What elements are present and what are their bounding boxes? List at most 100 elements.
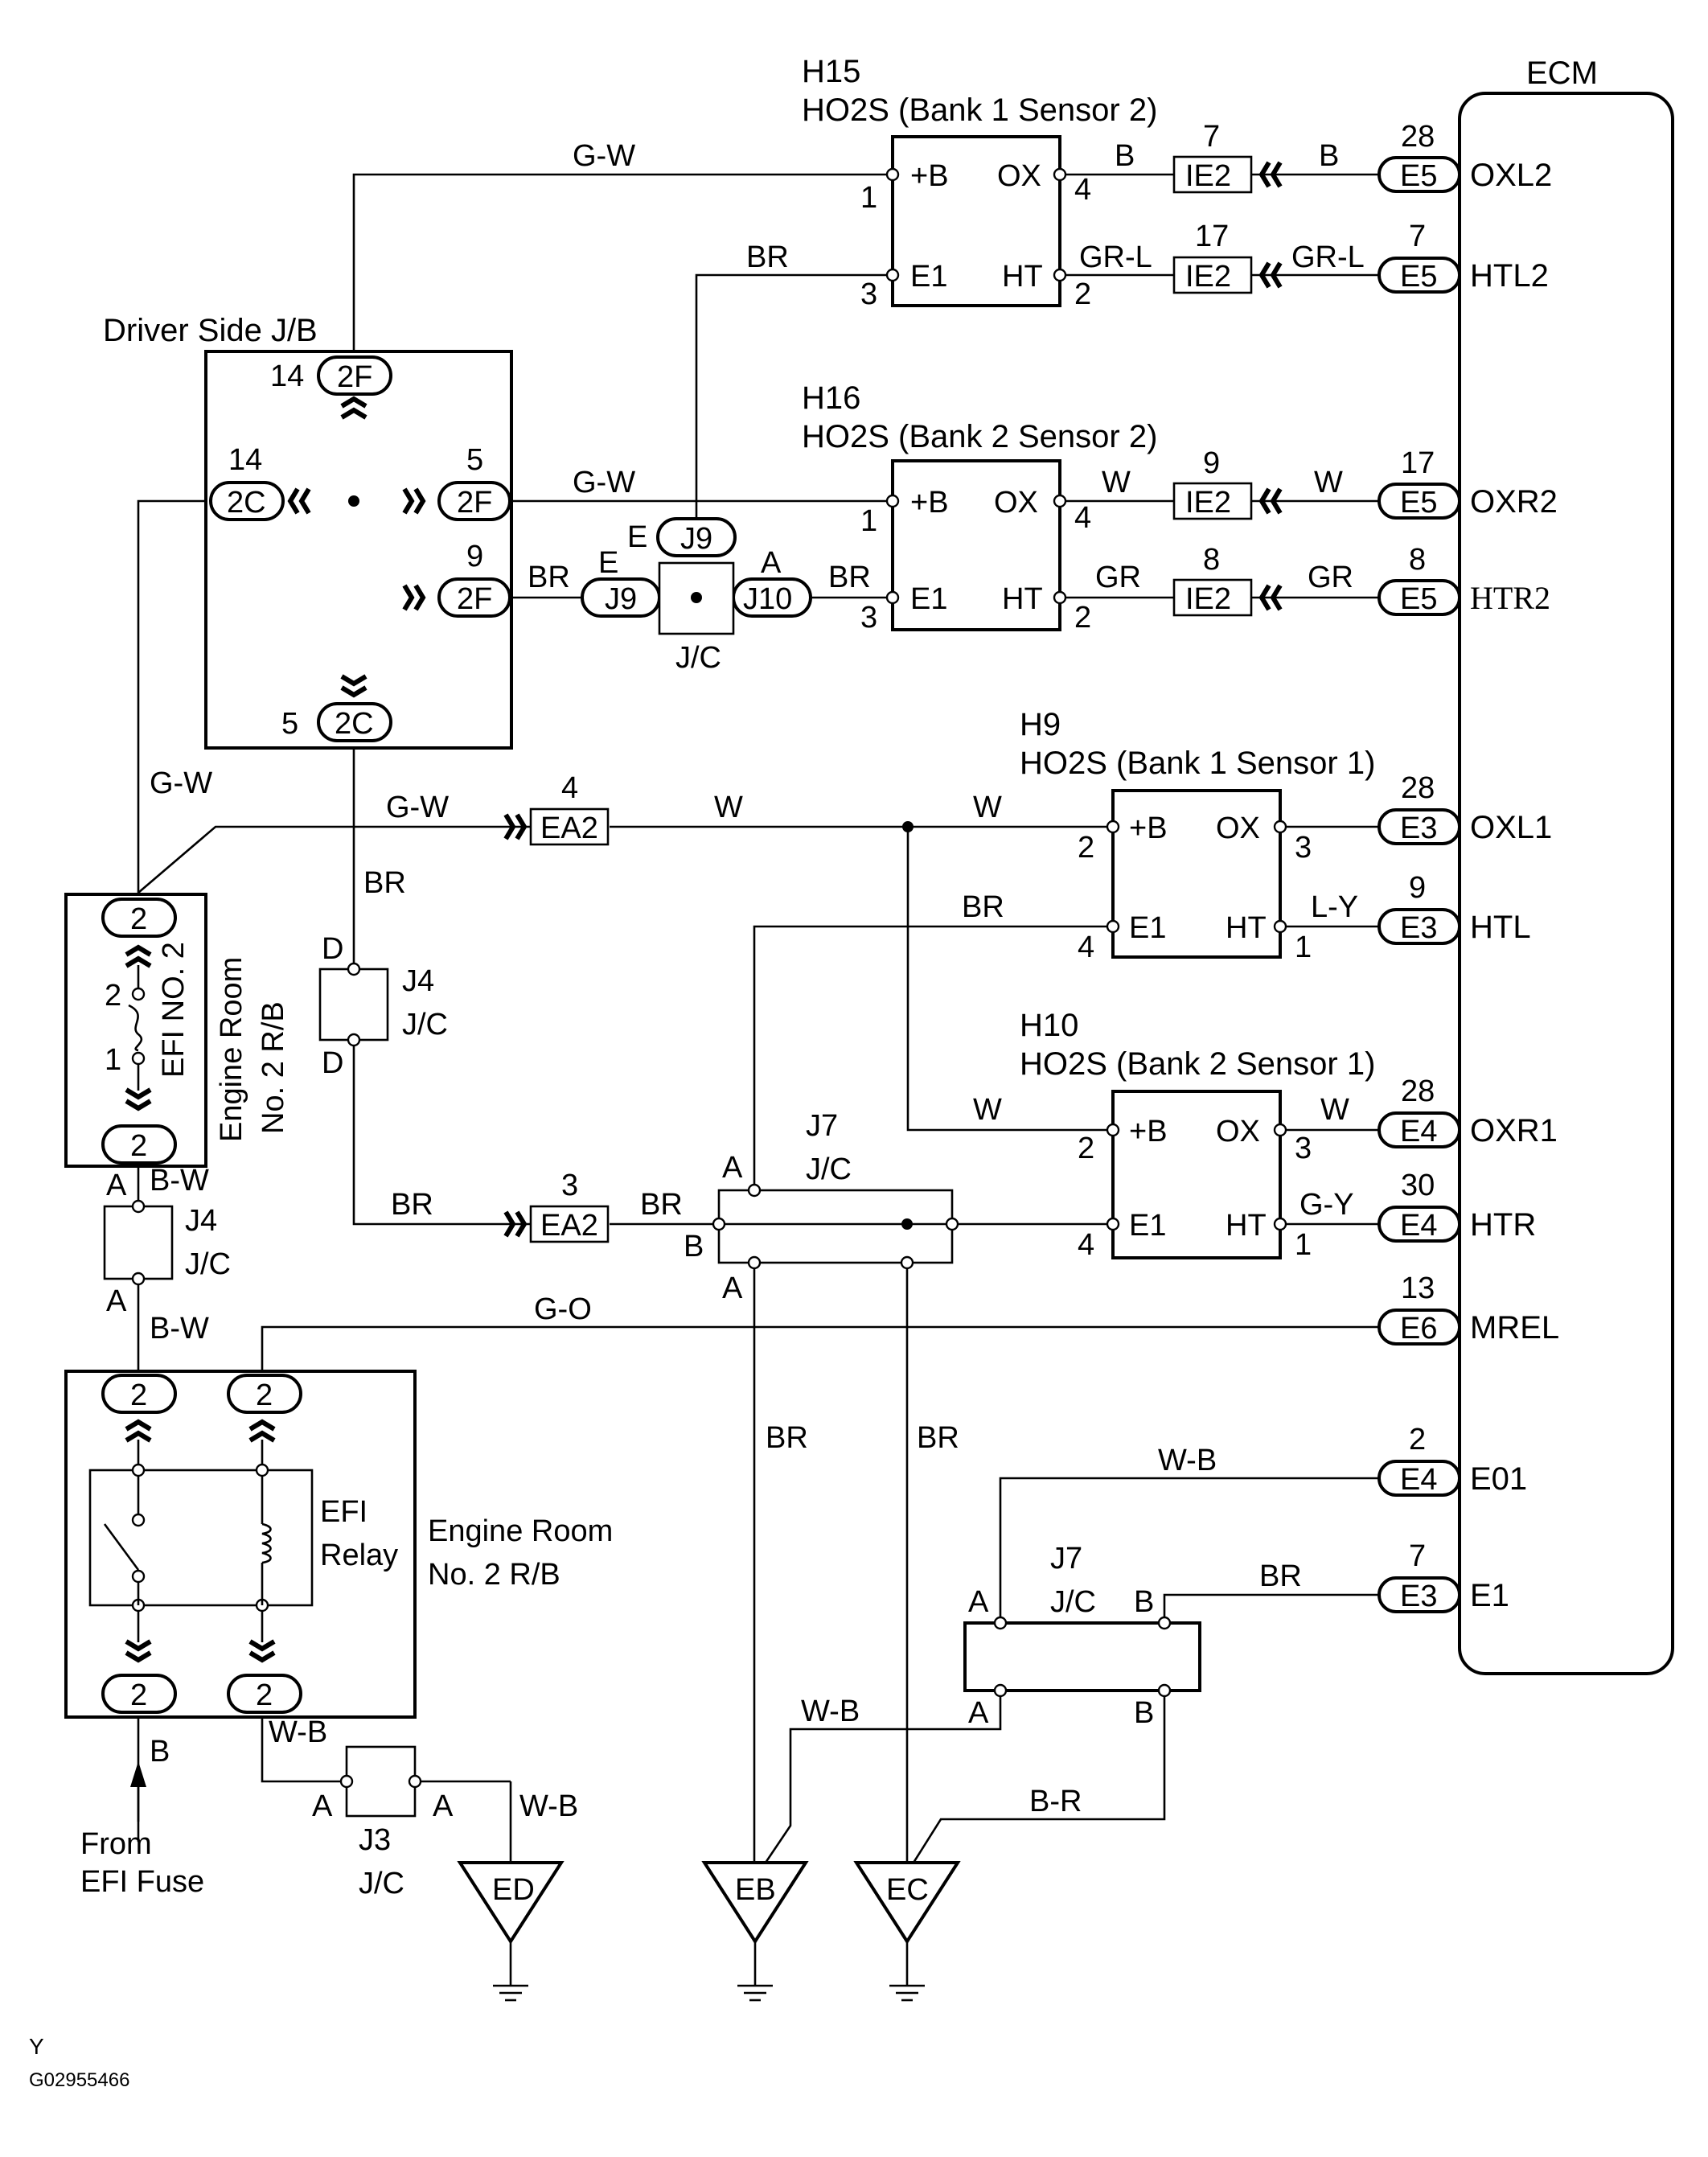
- svg-text:OX: OX: [1216, 1115, 1260, 1148]
- svg-text:A: A: [106, 1169, 127, 1202]
- svg-text:E01: E01: [1470, 1461, 1527, 1497]
- svg-text:W: W: [973, 1093, 1002, 1127]
- svg-text:2: 2: [105, 979, 121, 1013]
- efi-no2-fuse: EFI NO. 2: [157, 942, 191, 1078]
- svg-text:J4: J4: [402, 964, 434, 998]
- svg-text:8: 8: [1409, 543, 1426, 577]
- sensor-h9: H9 HO2S (Bank 1 Sensor 1) +B OX E1 HT 2 …: [1020, 707, 1375, 964]
- svg-text:J/C: J/C: [675, 641, 721, 675]
- svg-text:E1: E1: [1129, 1209, 1166, 1243]
- svg-text:J7: J7: [1050, 1542, 1082, 1576]
- jc-j4-upper: D D J4 J/C: [318, 932, 448, 1080]
- svg-text:IE2: IE2: [1185, 260, 1231, 294]
- svg-text:W: W: [1314, 466, 1343, 499]
- svg-text:J9: J9: [680, 522, 712, 556]
- svg-text:J3: J3: [359, 1823, 391, 1857]
- svg-text:W-B: W-B: [801, 1695, 860, 1728]
- svg-text:4: 4: [1078, 1228, 1094, 1262]
- svg-text:B: B: [1319, 139, 1339, 173]
- svg-text:OX: OX: [994, 486, 1038, 520]
- svg-text:E1: E1: [910, 260, 947, 294]
- svg-text:E1: E1: [910, 582, 947, 616]
- rb-label-2: No. 2 R/B: [428, 1558, 560, 1592]
- svg-text:MREL: MREL: [1470, 1310, 1559, 1346]
- svg-text:BR: BR: [766, 1421, 808, 1455]
- ecm-connectors: E5 E5 E5 E5 E3 E3 E4 E4 E6 E4 E3: [1377, 156, 1461, 1613]
- svg-text:W-B: W-B: [519, 1789, 578, 1823]
- svg-text:14: 14: [228, 443, 262, 477]
- efi-relay-label-2: Relay: [320, 1539, 398, 1572]
- svg-text:J7: J7: [806, 1109, 838, 1143]
- svg-text:A: A: [761, 546, 782, 580]
- svg-text:B-W: B-W: [150, 1312, 209, 1346]
- svg-text:BR: BR: [917, 1421, 959, 1455]
- rb-fuse-block: 2 2 2 1 EFI NO. 2 Engine Room No. 2 R/B: [64, 893, 290, 1168]
- jc-j7-middle: A B A J7 J/C: [684, 1109, 959, 1305]
- svg-text:E3: E3: [1400, 1580, 1437, 1613]
- svg-text:E5: E5: [1400, 260, 1437, 294]
- svg-text:1: 1: [105, 1043, 121, 1077]
- svg-text:G-O: G-O: [534, 1292, 592, 1326]
- svg-text:E5: E5: [1400, 159, 1437, 193]
- svg-text:BR: BR: [828, 561, 871, 594]
- svg-text:G-W: G-W: [573, 466, 635, 499]
- jc-j4-lower: A A J4 J/C: [103, 1169, 231, 1318]
- svg-text:2: 2: [1074, 277, 1091, 311]
- svg-text:OX: OX: [1216, 811, 1260, 845]
- svg-text:HTL: HTL: [1470, 910, 1531, 945]
- svg-text:GR-L: GR-L: [1291, 240, 1365, 274]
- svg-text:9: 9: [1409, 871, 1426, 905]
- svg-text:2: 2: [130, 1129, 147, 1163]
- svg-text:BR: BR: [962, 890, 1004, 924]
- svg-text:E4: E4: [1400, 1115, 1437, 1148]
- svg-text:+B: +B: [1129, 811, 1168, 845]
- h15-name: HO2S (Bank 1 Sensor 2): [802, 92, 1157, 128]
- svg-text:1: 1: [860, 181, 877, 215]
- svg-text:J/C: J/C: [185, 1247, 231, 1281]
- svg-text:IE2: IE2: [1185, 486, 1231, 520]
- svg-text:2: 2: [1078, 831, 1094, 865]
- svg-text:7: 7: [1409, 220, 1426, 253]
- svg-text:J/C: J/C: [806, 1152, 852, 1186]
- svg-text:J/C: J/C: [1050, 1585, 1096, 1619]
- svg-text:G-W: G-W: [150, 766, 212, 800]
- svg-text:GR: GR: [1308, 561, 1353, 594]
- driver-side-jb: Driver Side J/B 2F 14 2C 14 2F 5 2F 9 2C…: [103, 313, 513, 750]
- svg-text:J4: J4: [185, 1204, 217, 1238]
- svg-text:OXL1: OXL1: [1470, 810, 1552, 845]
- svg-text:A: A: [433, 1789, 454, 1823]
- sensor-h15: H15 HO2S (Bank 1 Sensor 2) +B OX E1 HT 1…: [802, 54, 1157, 311]
- svg-text:5: 5: [281, 707, 298, 741]
- svg-text:14: 14: [270, 360, 304, 393]
- svg-text:D: D: [322, 932, 343, 966]
- svg-text:BR: BR: [746, 240, 789, 274]
- svg-text:3: 3: [1295, 1132, 1312, 1165]
- svg-text:E3: E3: [1400, 911, 1437, 945]
- svg-text:HT: HT: [1226, 911, 1267, 945]
- ecm-pin-numbers: 28 7 17 8 28 9 28 30 13 2 7: [1401, 120, 1435, 1573]
- svg-text:B-W: B-W: [150, 1164, 209, 1198]
- svg-text:2: 2: [1078, 1132, 1094, 1165]
- svg-text:OXR1: OXR1: [1470, 1113, 1558, 1148]
- svg-text:E5: E5: [1400, 582, 1437, 616]
- svg-text:HT: HT: [1002, 260, 1043, 294]
- svg-text:E1: E1: [1470, 1578, 1509, 1613]
- svg-text:3: 3: [860, 601, 877, 635]
- jc-j3: A A J3 J/C: [312, 1745, 454, 1900]
- svg-text:BR: BR: [528, 561, 570, 594]
- svg-text:OXL2: OXL2: [1470, 158, 1552, 193]
- svg-text:A: A: [968, 1696, 989, 1730]
- svg-text:4: 4: [1074, 501, 1091, 535]
- svg-text:E: E: [627, 520, 647, 554]
- svg-text:B: B: [1134, 1585, 1154, 1619]
- svg-text:8: 8: [1203, 543, 1220, 577]
- svg-text:J9: J9: [605, 582, 637, 616]
- svg-text:G-W: G-W: [573, 139, 635, 173]
- svg-text:3: 3: [1295, 831, 1312, 865]
- svg-text:2F: 2F: [457, 582, 492, 616]
- svg-text:EA2: EA2: [540, 1209, 598, 1243]
- h10-id: H10: [1020, 1008, 1078, 1043]
- svg-text:9: 9: [1203, 446, 1220, 480]
- h9-id: H9: [1020, 707, 1061, 742]
